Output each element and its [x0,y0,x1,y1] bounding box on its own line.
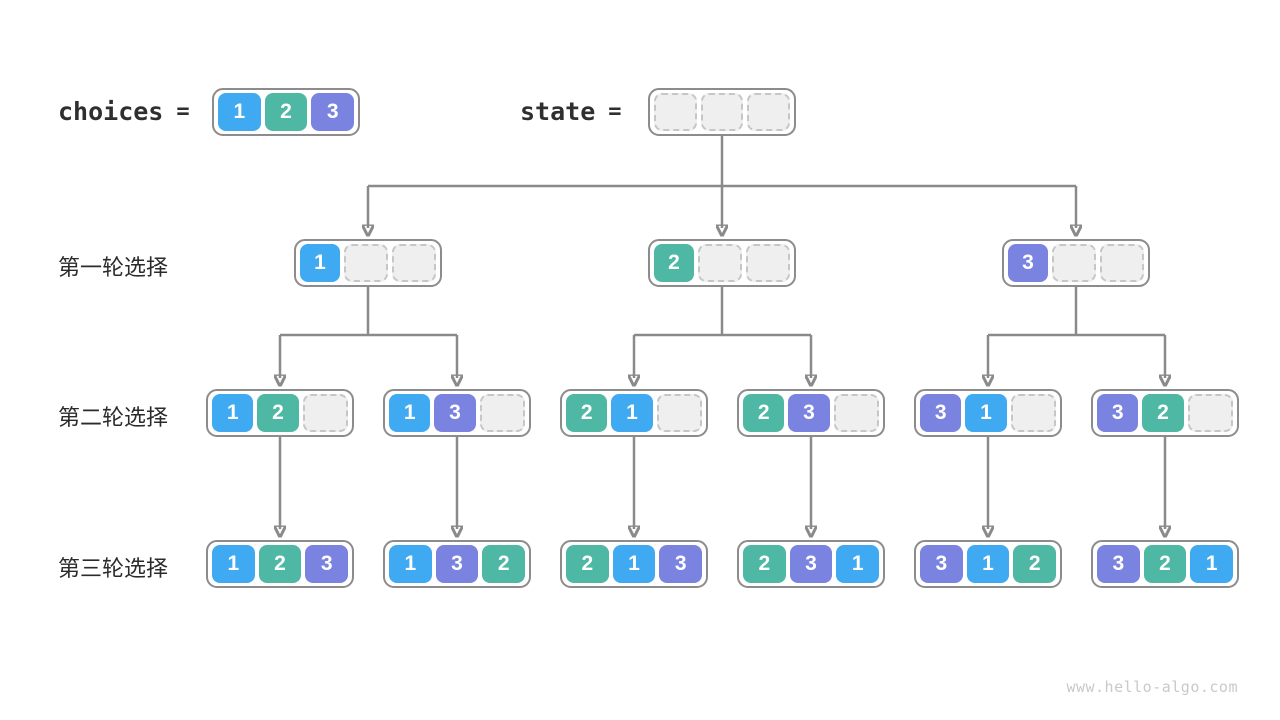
state-cell: 2 [258,545,302,583]
state-label: state [520,97,596,126]
state-cell: 2 [743,394,785,432]
state-cell: 3 [789,545,833,583]
empty-cell [747,93,791,131]
state-cell: 3 [659,545,703,583]
choices-equals-sign: = [176,99,190,124]
choices-label: choices [58,97,164,126]
empty-cell [392,244,436,282]
state-cell: 1 [300,244,340,282]
state-cell: 2 [1142,394,1184,432]
empty-cell [833,394,879,432]
state-cell: 3 [435,545,479,583]
empty-cell [654,93,697,131]
empty-cell [1100,244,1144,282]
state-cell: 2 [1143,545,1187,583]
round-2-label: 第二轮选择 [58,405,169,430]
empty-cell [1187,394,1233,432]
round-1-node-1: 1 [294,239,442,287]
state-expression: state = [520,97,622,126]
state-cell: 1 [389,545,432,583]
state-cell: 3 [305,545,349,583]
state-cell: 2 [654,244,694,282]
state-cell: 1 [218,93,261,131]
state-cell: 2 [743,545,786,583]
state-cell: 1 [212,394,254,432]
empty-cell [700,93,744,131]
state-cell: 1 [212,545,255,583]
state-cell: 3 [311,93,355,131]
state-cell: 2 [482,545,526,583]
state-cell: 1 [965,394,1007,432]
state-equals-sign: = [608,99,622,124]
state-cell: 3 [920,394,962,432]
state-cell: 1 [612,545,656,583]
state-cell: 3 [920,545,963,583]
state-cell: 2 [566,394,608,432]
state-cell: 2 [264,93,308,131]
watermark-url: www.hello-algo.com [1066,678,1238,696]
state-initial-array [648,88,796,136]
state-cell: 1 [389,394,431,432]
choices-expression: choices = [58,97,190,126]
state-cell: 2 [566,545,609,583]
state-cell: 2 [1013,545,1057,583]
round-1-node-3: 3 [1002,239,1150,287]
round-1-node-2: 2 [648,239,796,287]
state-cell: 1 [966,545,1010,583]
state-cell: 1 [611,394,653,432]
empty-cell [479,394,525,432]
empty-cell [1052,244,1096,282]
empty-cell [344,244,388,282]
empty-cell [1010,394,1056,432]
empty-cell [746,244,790,282]
state-cell: 3 [788,394,830,432]
state-cell: 3 [1097,545,1140,583]
round-1-label: 第一轮选择 [58,255,169,280]
state-cell: 2 [257,394,299,432]
round-3-label: 第三轮选择 [58,556,169,581]
empty-cell [302,394,348,432]
state-cell: 3 [1008,244,1048,282]
empty-cell [656,394,702,432]
state-cell: 1 [836,545,880,583]
empty-cell [698,244,742,282]
state-cell: 1 [1190,545,1234,583]
state-cell: 3 [434,394,476,432]
state-cell: 3 [1097,394,1139,432]
